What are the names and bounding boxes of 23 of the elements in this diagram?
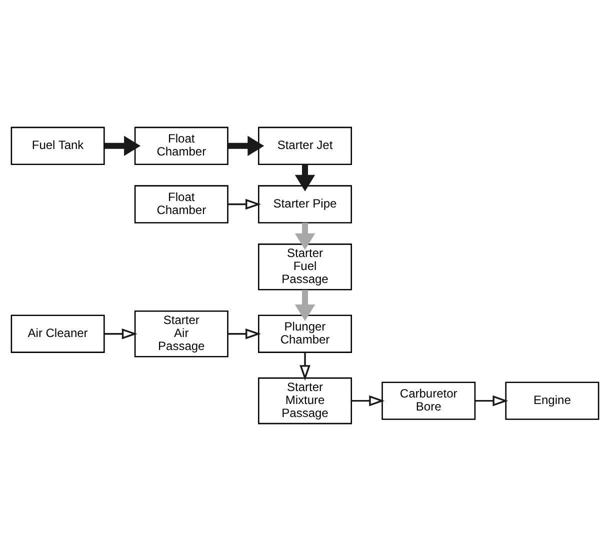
arrow (104, 136, 141, 156)
node-box: Starter Fuel Passage (258, 244, 352, 290)
node-box: Carburetor Bore (382, 382, 476, 420)
node-box: Starter Air Passage (134, 310, 228, 358)
node-box: Starter Pipe (258, 185, 352, 224)
arrow (300, 352, 310, 381)
arrow (294, 290, 316, 322)
arrow (352, 395, 385, 406)
arrow (228, 136, 264, 156)
arrow (475, 395, 508, 406)
arrow (294, 164, 316, 192)
node-box: Air Cleaner (10, 314, 105, 353)
arrow (104, 328, 138, 340)
arrow (228, 328, 261, 340)
node-box: Starter Mixture Passage (258, 377, 352, 424)
node-box: Float Chamber (134, 185, 228, 224)
node-box: Float Chamber (134, 126, 228, 165)
node-box: Fuel Tank (10, 126, 105, 165)
node-box: Engine (505, 382, 600, 420)
arrow (294, 222, 316, 250)
arrow (228, 198, 261, 210)
node-box: Plunger Chamber (258, 314, 352, 353)
node-box: Starter Jet (258, 126, 352, 165)
